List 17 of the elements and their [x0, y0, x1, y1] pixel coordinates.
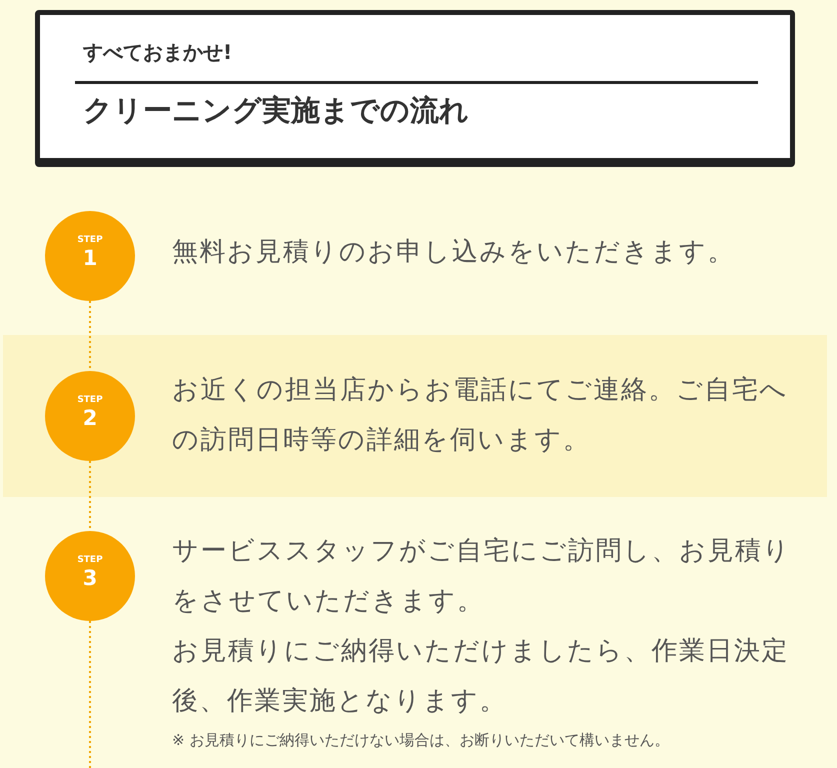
step-number: 1	[82, 246, 98, 270]
dotted-connector	[89, 301, 91, 371]
step-description: サービススタッフがご自宅にご訪問し、お見積りをさせていただきます。	[172, 535, 792, 618]
step-description: お見積りにご納得いただけましたら、作業日決定後、作業実施となります。	[172, 635, 790, 718]
footnote: ※ お見積りにご納得いただけない場合は、お断りいただいて構いません。	[172, 731, 670, 750]
step-description: 無料お見積りのお申し込みをいただきます。	[172, 236, 736, 269]
dotted-connector	[89, 621, 91, 768]
step-label: STEP	[76, 555, 104, 565]
step-label: STEP	[76, 395, 104, 405]
step-number: 2	[82, 406, 98, 430]
step-description: お近くの担当店からお電話にてご連絡。ご自宅への訪問日時等の詳細を伺います。	[172, 374, 789, 457]
subheading: すべておまかせ!	[83, 39, 232, 66]
heading: クリーニング実施までの流れ	[83, 92, 469, 129]
dotted-connector	[89, 461, 91, 531]
title-box	[35, 10, 795, 167]
step-number: 3	[82, 566, 98, 590]
step-label: STEP	[76, 235, 104, 245]
